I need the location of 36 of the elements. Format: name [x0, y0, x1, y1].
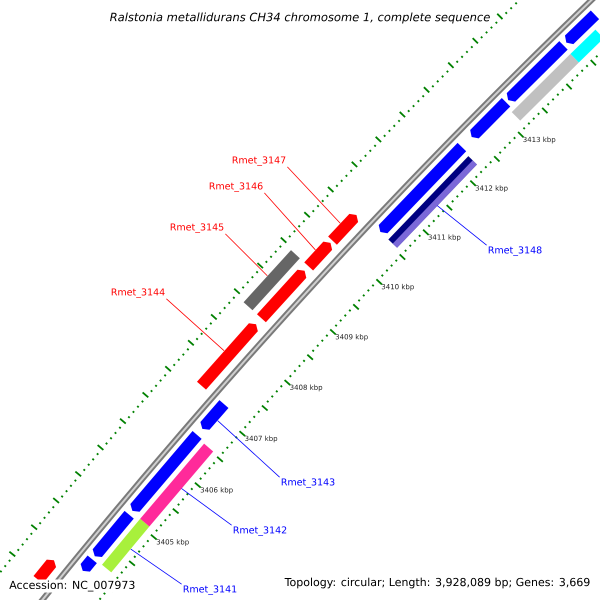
gene-block [388, 156, 477, 248]
summary-text: Topology: circular; Length: 3,928,089 bp; Genes: 3,669 [283, 576, 592, 590]
gene-block [470, 98, 510, 138]
gene-block [512, 54, 579, 121]
leader-line [224, 233, 268, 276]
gene-block [102, 518, 150, 572]
leader-line [130, 548, 182, 585]
gene-label: Rmet_3142 [234, 526, 286, 536]
gene-block [256, 270, 306, 322]
title: Ralstonia metallidurans CH34 chromosome 1, complete sequence [108, 11, 492, 25]
leader-line [436, 205, 488, 246]
leader-line [181, 488, 232, 526]
gene-block [570, 30, 600, 62]
gene-block [80, 555, 97, 572]
leader-line [286, 166, 341, 224]
gene-block [200, 400, 228, 430]
gene-label: Rmet_3143 [282, 478, 334, 488]
gene-block [92, 510, 134, 557]
gene-label: Rmet_3144 [112, 288, 165, 298]
leader-line [217, 420, 280, 478]
gene-label: Rmet_3145 [170, 223, 224, 233]
gene-block [378, 142, 466, 234]
gene-block [564, 10, 600, 44]
gene-block [506, 41, 568, 102]
gene-label: Rmet_3147 [232, 156, 286, 166]
gene-block [196, 323, 258, 390]
accession-text: Accession: NC_007973 [8, 580, 136, 592]
gene-block [304, 242, 332, 270]
gene-block [130, 431, 202, 512]
gene-block [328, 214, 358, 245]
leader-line [166, 298, 224, 352]
gene-label: Rmet_3141 [184, 585, 236, 595]
gene-label: Rmet_3146 [210, 182, 263, 192]
gene-label: Rmet_3148 [488, 246, 542, 256]
leader-line [264, 192, 316, 250]
gene-block [244, 250, 300, 310]
